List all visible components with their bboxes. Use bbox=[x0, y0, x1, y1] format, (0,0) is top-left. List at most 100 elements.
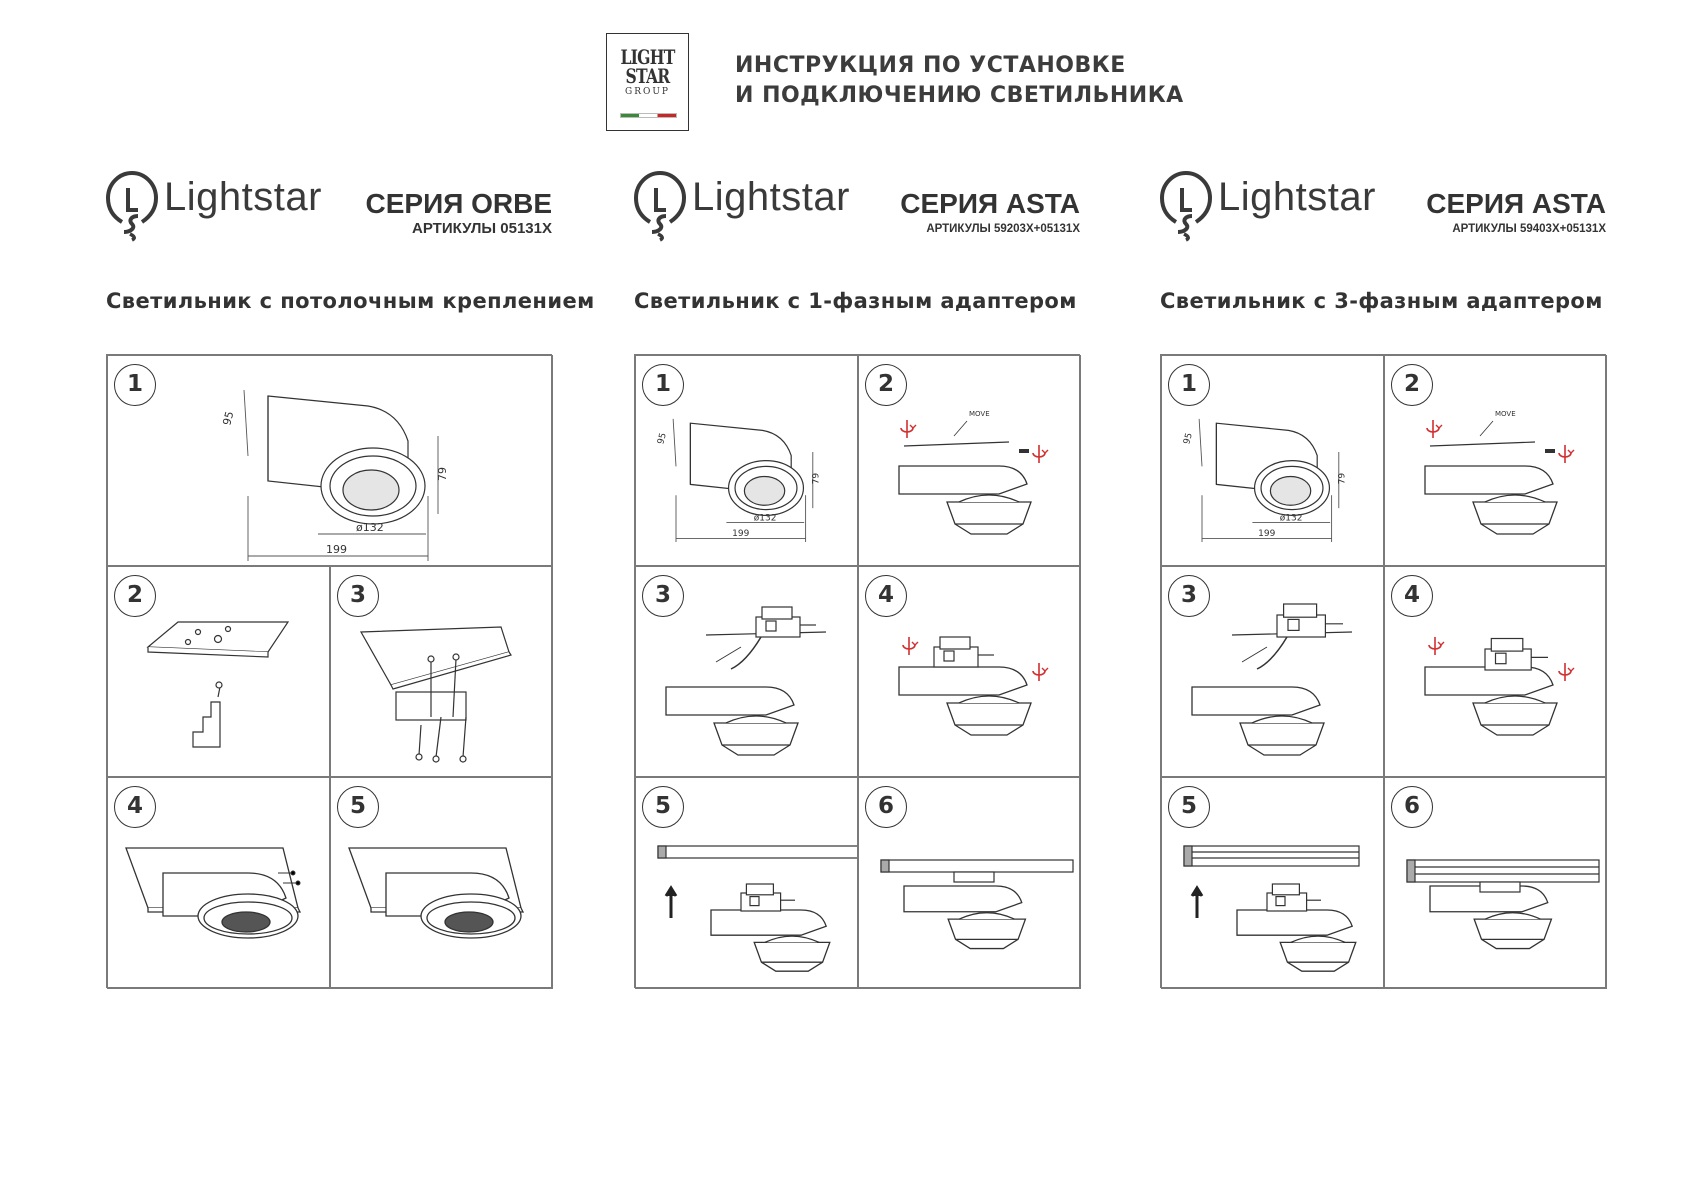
step-illustration bbox=[125, 847, 302, 939]
track-adapter bbox=[1484, 637, 1548, 671]
step-cell: 6 bbox=[1384, 777, 1607, 989]
lamp-head bbox=[713, 722, 799, 756]
step-number-badge: 2 bbox=[865, 364, 907, 406]
track-adapter bbox=[1479, 881, 1521, 893]
column-subtitle: Светильник с 1-фазным адаптером bbox=[634, 289, 1077, 313]
step-number-badge: 4 bbox=[114, 786, 156, 828]
brand-wordmark: Lightstar bbox=[692, 175, 850, 219]
move-label: MOVE bbox=[969, 410, 990, 418]
step-number-badge: 4 bbox=[865, 575, 907, 617]
dim-height: 95 bbox=[656, 432, 669, 446]
screw-rotate-icon bbox=[1428, 637, 1445, 655]
step-illustration bbox=[359, 626, 512, 763]
step-cell: 5 bbox=[635, 777, 858, 989]
step-cell: 4 bbox=[107, 777, 330, 989]
lamp-body bbox=[1424, 465, 1554, 495]
wire bbox=[1256, 636, 1288, 670]
step-number-badge: 5 bbox=[337, 786, 379, 828]
series-name: СЕРИЯ ASTA bbox=[900, 188, 1080, 219]
track-adapter bbox=[755, 606, 816, 638]
step-illustration bbox=[880, 859, 1074, 950]
article-numbers: АРТИКУЛЫ 59203Х+05131Х bbox=[926, 223, 1080, 235]
column-subtitle: Светильник с 3-фазным адаптером bbox=[1160, 289, 1603, 313]
ceiling-mounted-lamp bbox=[125, 847, 302, 939]
series-name: СЕРИЯ ASTA bbox=[1426, 188, 1606, 219]
dim-depth: 79 bbox=[812, 473, 822, 485]
step-cell: 4 bbox=[858, 566, 1081, 777]
step-number-badge: 6 bbox=[1391, 786, 1433, 828]
lamp-body bbox=[1236, 909, 1354, 936]
direction-arrow bbox=[715, 646, 742, 663]
step-cell: 2 bbox=[107, 566, 330, 777]
step-illustration bbox=[1406, 859, 1600, 950]
up-arrow-icon bbox=[1190, 885, 1204, 918]
lamp-body bbox=[710, 909, 828, 936]
step-cell: MOVE 2 bbox=[1384, 355, 1607, 566]
column-subtitle: Светильник с потолочным креплением bbox=[106, 289, 595, 313]
step-cell: 5 bbox=[330, 777, 553, 989]
screw-rotate-icon bbox=[1032, 663, 1049, 681]
track-rail bbox=[1406, 859, 1600, 883]
step-illustration bbox=[1191, 603, 1353, 756]
step-illustration bbox=[1424, 637, 1575, 736]
dim-diameter: ø132 bbox=[754, 513, 777, 523]
screw-rotate-icon bbox=[1032, 445, 1049, 463]
lightstar-brand-logo: Lightstar bbox=[634, 170, 874, 250]
dim-length: 199 bbox=[732, 529, 749, 539]
logo-line-light: LIGHT bbox=[620, 45, 675, 69]
track-adapter bbox=[1276, 603, 1343, 638]
step-number-badge: 1 bbox=[642, 364, 684, 406]
step-illustration: 95 79 ø132 199 bbox=[656, 418, 822, 542]
series-block: СЕРИЯ ORBE АРТИКУЛЫ 05131Х bbox=[336, 188, 553, 238]
lamp-head bbox=[753, 941, 831, 972]
lamp-head bbox=[1239, 722, 1325, 756]
step-number-badge: 3 bbox=[642, 575, 684, 617]
step-illustration bbox=[1183, 845, 1360, 972]
mounting-plate bbox=[146, 621, 290, 748]
italian-flag-stripe bbox=[620, 113, 677, 118]
title-line-2: И ПОДКЛЮЧЕНИЮ СВЕТИЛЬНИКА bbox=[735, 83, 1184, 108]
step-illustration bbox=[146, 621, 290, 748]
step-number-badge: 5 bbox=[1168, 786, 1210, 828]
document-title: ИНСТРУКЦИЯ ПО УСТАНОВКЕ И ПОДКЛЮЧЕНИЮ СВ… bbox=[735, 51, 1184, 111]
brand-wordmark: Lightstar bbox=[1218, 175, 1376, 219]
dim-height: 95 bbox=[220, 410, 236, 427]
track-rail bbox=[903, 441, 1010, 447]
screw-rotate-icon bbox=[1558, 445, 1575, 463]
logo-line-star: STAR bbox=[625, 64, 671, 88]
step-cell: MOVE 2 bbox=[858, 355, 1081, 566]
step-number-badge: 5 bbox=[642, 786, 684, 828]
up-arrow-icon bbox=[664, 885, 678, 918]
track-adapter bbox=[1266, 883, 1321, 912]
lamp-body bbox=[1191, 686, 1321, 716]
step-cell: 3 bbox=[1161, 566, 1384, 777]
step-cell: 95 79 ø132 199 1 bbox=[635, 355, 858, 566]
series-block: СЕРИЯ ASTA АРТИКУЛЫ 59203Х+05131Х bbox=[864, 188, 1080, 238]
series-name: СЕРИЯ ORBE bbox=[365, 188, 553, 219]
track-adapter bbox=[953, 871, 995, 883]
dim-depth: 79 bbox=[436, 467, 449, 481]
dim-length: 199 bbox=[326, 543, 347, 556]
screw-icon bbox=[1545, 449, 1555, 453]
track-rail bbox=[1183, 845, 1360, 867]
dim-depth: 79 bbox=[1338, 473, 1348, 485]
lamp-body bbox=[665, 686, 795, 716]
move-label: MOVE bbox=[1495, 410, 1516, 418]
series-block: СЕРИЯ ASTA АРТИКУЛЫ 59403Х+05131Х bbox=[1390, 188, 1606, 238]
lamp-head bbox=[1473, 918, 1553, 950]
bulb-logo-icon bbox=[634, 170, 686, 242]
lamp-head bbox=[1472, 702, 1558, 736]
ceiling-mounted-lamp bbox=[348, 847, 525, 939]
step-number-badge: 3 bbox=[337, 575, 379, 617]
track-adapter bbox=[933, 636, 994, 668]
step-number-badge: 1 bbox=[1168, 364, 1210, 406]
track-rail bbox=[1429, 441, 1536, 447]
lamp-head bbox=[946, 702, 1032, 736]
step-number-badge: 1 bbox=[114, 364, 156, 406]
step-cell: 3 bbox=[330, 566, 553, 777]
lightstar-brand-logo: Lightstar bbox=[106, 170, 346, 250]
direction-arrow bbox=[1241, 646, 1268, 663]
ceiling-bracket bbox=[359, 626, 512, 763]
